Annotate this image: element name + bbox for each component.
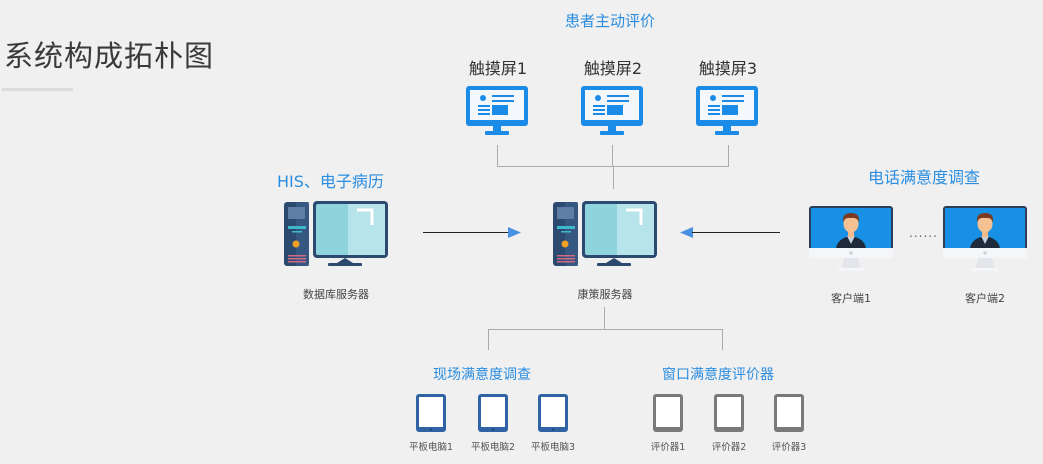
touchscreen-3[interactable]: [695, 85, 759, 137]
evaluator-2-label: 评价器2: [711, 442, 747, 453]
tablet-icon: [478, 394, 508, 432]
server-computer-icon: [284, 201, 388, 266]
tablet-icon: [538, 394, 568, 432]
connector-line: [613, 166, 614, 189]
monitor-icon: [581, 86, 643, 135]
evaluator-1-label: 评价器1: [650, 442, 686, 453]
phone-survey-group-label: 电话满意度调查: [868, 168, 981, 187]
touchscreen-3-label: 触摸屏3: [698, 59, 758, 78]
window-evaluator-group-label: 窗口满意度评价器: [662, 367, 774, 383]
main-server[interactable]: [552, 200, 658, 268]
touchscreen-1[interactable]: [465, 85, 529, 137]
connector-line: [728, 145, 729, 167]
agent-monitor-icon: [809, 206, 893, 271]
touchscreen-2-label: 触摸屏2: [583, 59, 643, 78]
connector-line: [488, 329, 489, 350]
client-1-label: 客户端1: [831, 292, 871, 305]
main-server-label: 康策服务器: [577, 288, 633, 301]
tablet-2-label: 平板电脑2: [470, 442, 516, 453]
arrow-left-icon: [680, 227, 693, 238]
arrow-right-icon: [508, 227, 521, 238]
connector-line: [497, 145, 498, 167]
evaluator-1[interactable]: [652, 393, 684, 433]
touchscreen-group-label: 患者主动评价: [565, 12, 656, 30]
connector-line: [612, 145, 613, 167]
evaluator-3-label: 评价器3: [771, 442, 807, 453]
evaluator-2[interactable]: [713, 393, 745, 433]
monitor-icon: [466, 86, 528, 135]
tablet-icon: [416, 394, 446, 432]
touchscreen-2[interactable]: [580, 85, 644, 137]
title-divider: [2, 88, 73, 91]
onsite-survey-group-label: 现场满意度调查: [433, 367, 531, 383]
tablet-1-label: 平板电脑1: [408, 442, 454, 453]
tablet-3-label: 平板电脑3: [530, 442, 576, 453]
page-title: 系统构成拓朴图: [4, 39, 215, 73]
database-group-label: HIS、电子病历: [277, 172, 384, 191]
more-clients-ellipsis: ......: [909, 226, 938, 240]
arrow-line: [692, 232, 780, 233]
arrow-line: [423, 232, 509, 233]
connector-line: [488, 329, 723, 330]
database-server[interactable]: [283, 200, 389, 268]
connector-line: [722, 329, 723, 350]
agent-monitor-icon: [943, 206, 1027, 271]
monitor-icon: [696, 86, 758, 135]
tablet-1[interactable]: [415, 393, 447, 433]
connector-line: [604, 307, 605, 329]
evaluator-tablet-icon: [653, 394, 683, 432]
evaluator-tablet-icon: [774, 394, 804, 432]
client-1[interactable]: [808, 205, 894, 273]
evaluator-3[interactable]: [773, 393, 805, 433]
client-2-label: 客户端2: [965, 292, 1005, 305]
server-computer-icon: [553, 201, 657, 266]
touchscreen-1-label: 触摸屏1: [468, 59, 528, 78]
database-server-label: 数据库服务器: [303, 288, 369, 301]
evaluator-tablet-icon: [714, 394, 744, 432]
tablet-2[interactable]: [477, 393, 509, 433]
client-2[interactable]: [942, 205, 1028, 273]
tablet-3[interactable]: [537, 393, 569, 433]
